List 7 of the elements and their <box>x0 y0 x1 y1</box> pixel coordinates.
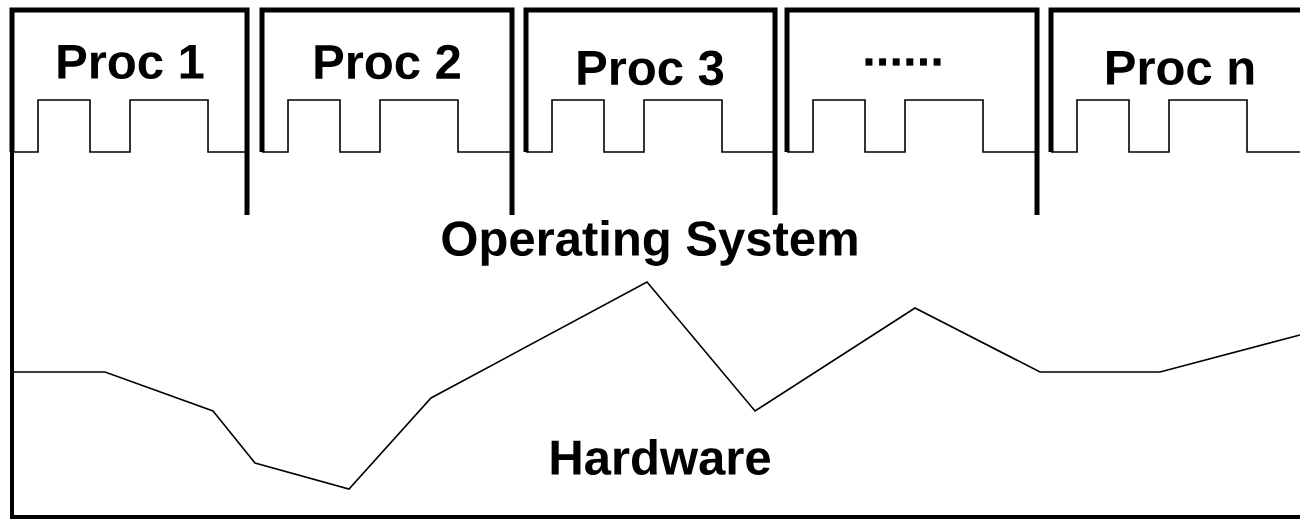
process-box: Proc 3 <box>523 7 778 215</box>
layer-label: Hardware <box>551 439 770 475</box>
process-box: Proc 2 <box>259 7 515 215</box>
process-box: ...... <box>784 7 1040 215</box>
process-box: Proc 1 <box>9 7 250 215</box>
layer-label: Operating System <box>442 220 857 266</box>
process-box: Proc n <box>1048 7 1300 215</box>
